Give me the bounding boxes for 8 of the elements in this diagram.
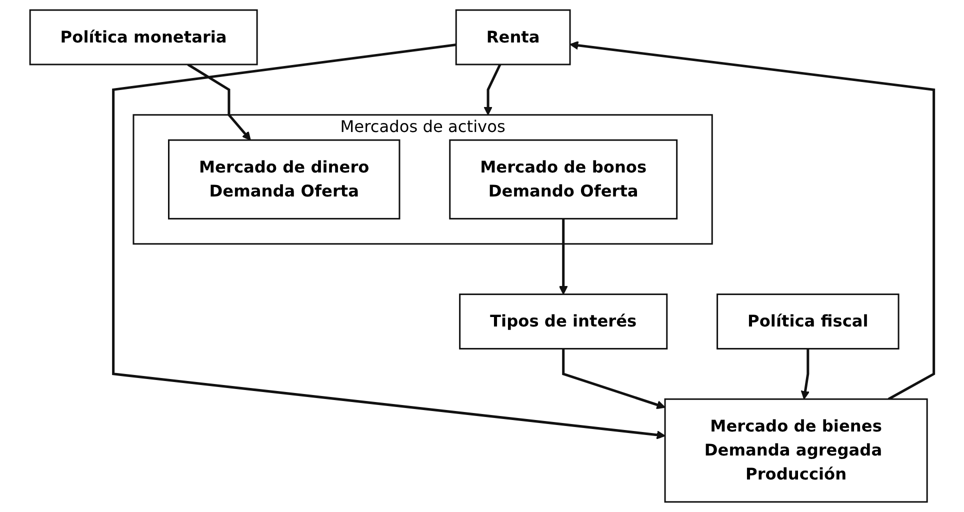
process-box: Mercado de dinero Demanda Oferta (168, 139, 400, 220)
process-box: Tipos de interés (459, 294, 668, 350)
process-box: Renta (455, 9, 571, 66)
group-title: Mercados de activos (340, 116, 506, 136)
process-box: Política fiscal (716, 294, 900, 350)
process-box: Política monetaria (29, 9, 258, 66)
process-box: Mercado de bonos Demando Oferta (449, 139, 678, 220)
process-box: Mercado de bienes Demanda agregada Producción (664, 398, 928, 503)
